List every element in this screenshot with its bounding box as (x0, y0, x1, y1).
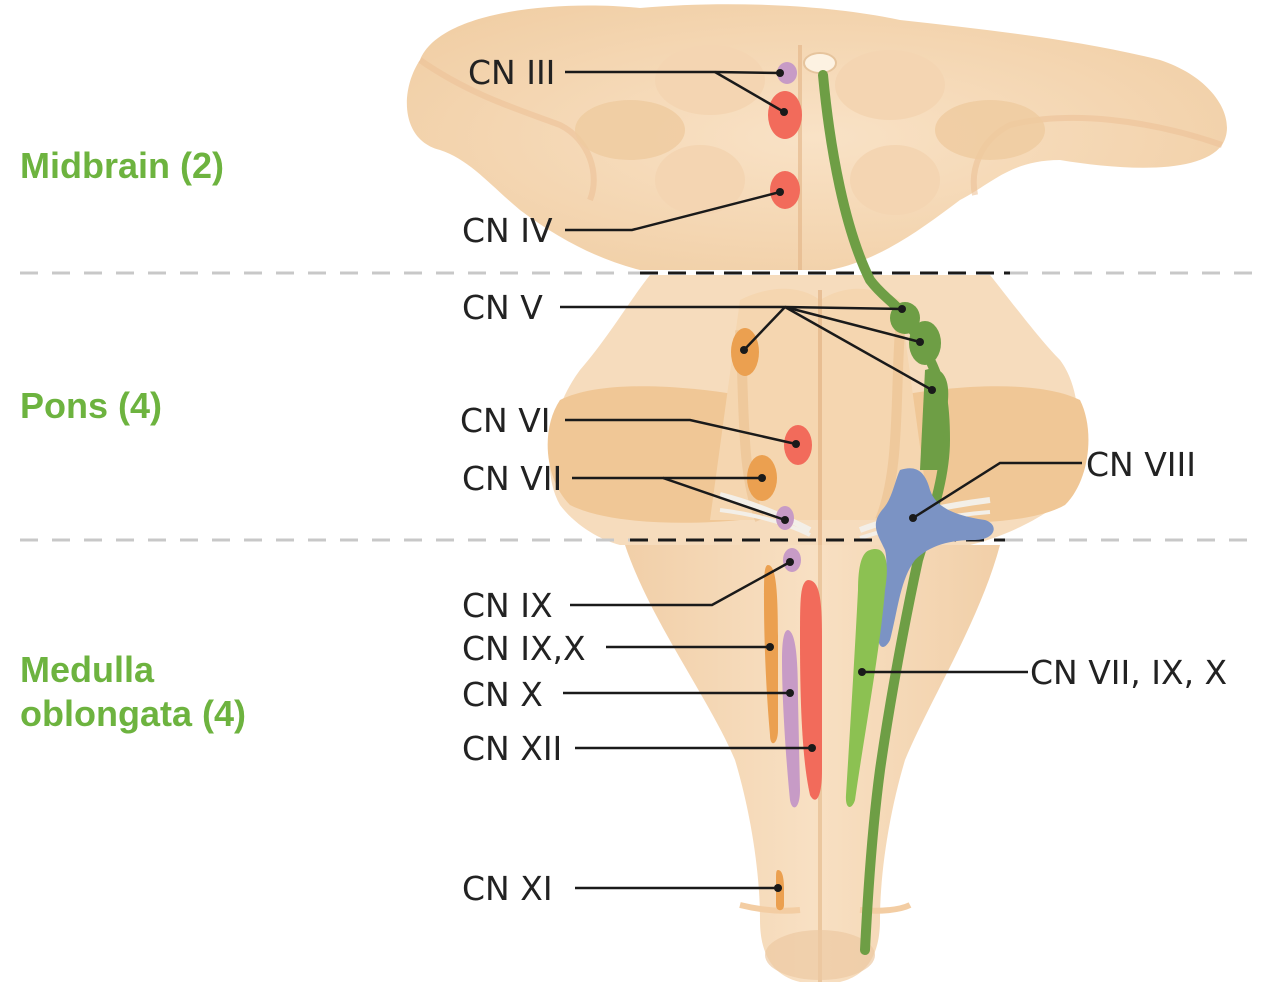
label-cn-vi: CN VI (460, 401, 551, 440)
label-cn-vii: CN VII (462, 459, 562, 498)
region-pons-text: Pons (4) (20, 385, 162, 426)
label-cn-xii: CN XII (462, 729, 562, 768)
label-cn-iv: CN IV (462, 211, 553, 250)
leader-cn-iii (565, 72, 780, 73)
region-midbrain-text: Midbrain (2) (20, 145, 224, 186)
label-cn-x: CN X (462, 675, 543, 714)
label-cn-viii: CN VIII (1086, 445, 1196, 484)
region-medulla-line1: Medulla (20, 648, 246, 692)
label-cn-ix-x: CN IX,X (462, 629, 586, 668)
label-cn-xi: CN XI (462, 869, 553, 908)
region-label-medulla: Medulla oblongata (4) (20, 648, 246, 736)
trochlear-nucleus (770, 171, 800, 209)
region-label-midbrain: Midbrain (2) (20, 144, 224, 188)
label-cn-v: CN V (462, 288, 543, 327)
region-label-pons: Pons (4) (20, 384, 162, 428)
region-medulla-line2: oblongata (4) (20, 692, 246, 736)
label-cn-vii-ix-x: CN VII, IX, X (1030, 653, 1227, 692)
label-cn-iii: CN III (468, 53, 555, 92)
label-cn-ix: CN IX (462, 586, 553, 625)
